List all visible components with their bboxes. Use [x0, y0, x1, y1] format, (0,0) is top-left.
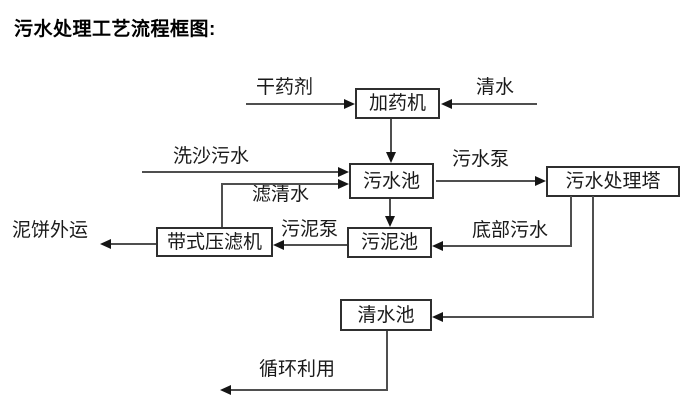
connector-bottom-sewage-horizontal: [440, 245, 572, 247]
connector-filtered-water-horizontal: [222, 183, 340, 185]
connector-sewage-pump-line: [436, 180, 537, 182]
node-sludge-pool: 污泥池: [347, 227, 432, 258]
arrowhead-sand-washing-icon: [338, 167, 349, 177]
label-clean-water: 清水: [476, 77, 515, 98]
connector-tower-bottom-vertical: [570, 196, 572, 247]
connector-recycling-line: [228, 389, 388, 391]
node-belt-filter-press: 带式压滤机: [156, 227, 273, 257]
arrowhead-mud-cake-icon: [100, 239, 111, 249]
label-dry-chemical: 干药剂: [256, 77, 314, 98]
node-sewage-pool: 污水池: [349, 163, 434, 199]
connector-mud-cake-line: [109, 243, 156, 245]
node-sewage-treatment-tower: 污水处理塔: [546, 166, 680, 197]
diagram-title: 污水处理工艺流程框图:: [14, 19, 216, 40]
arrowhead-into-clean-pool-icon: [432, 312, 443, 322]
arrowhead-filtered-water-icon: [338, 179, 349, 189]
label-sand-washing-sewage: 洗沙污水: [173, 146, 250, 167]
connector-sewage-pool-to-sludge-pool: [389, 199, 391, 218]
label-recycling-use: 循环利用: [259, 359, 336, 380]
label-mud-cake-outbound: 泥饼外运: [12, 220, 89, 241]
arrowhead-into-belt-press-icon: [273, 240, 284, 250]
connector-sand-washing-line: [142, 171, 340, 173]
node-dosing-machine: 加药机: [355, 88, 440, 119]
connector-dosing-to-sewage-pool: [390, 119, 392, 154]
arrowhead-bottom-sewage-icon: [432, 241, 443, 251]
label-bottom-sewage: 底部污水: [472, 220, 549, 241]
arrowhead-into-dosing-right-icon: [441, 99, 452, 109]
connector-dry-chemical-line: [246, 103, 346, 105]
connector-tower-to-clean-pool-horizontal: [440, 316, 593, 318]
connector-tower-to-clean-pool-vertical: [592, 196, 594, 318]
arrowhead-into-dosing-left-icon: [344, 99, 355, 109]
label-filtered-water: 滤清水: [252, 184, 310, 205]
arrowhead-into-sewage-pool-top-icon: [386, 152, 396, 163]
connector-filtered-water-vertical: [221, 183, 223, 227]
connector-clean-pool-down: [386, 331, 388, 391]
label-sewage-pump: 污水泵: [452, 149, 510, 170]
node-clean-water-pool: 清水池: [340, 299, 432, 331]
connector-sludge-pump-line: [282, 244, 347, 246]
arrowhead-into-tower-icon: [535, 176, 546, 186]
connector-clean-water-line: [450, 103, 537, 105]
arrowhead-into-sludge-pool-top-icon: [385, 216, 395, 227]
label-sludge-pump: 污泥泵: [281, 219, 339, 240]
arrowhead-recycling-icon: [220, 385, 231, 395]
